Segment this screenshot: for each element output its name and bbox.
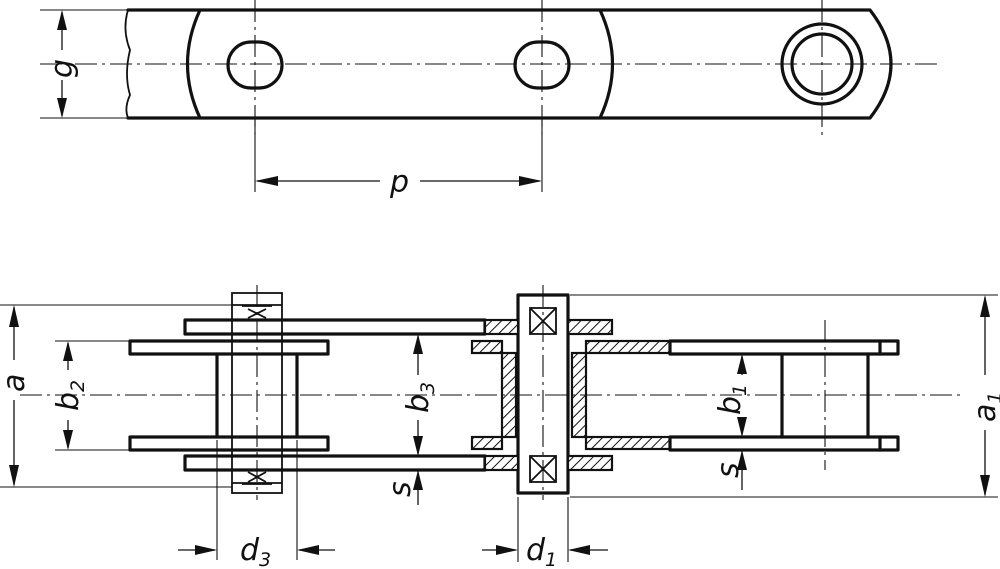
label-s-left: s xyxy=(383,481,418,497)
chain-section-view xyxy=(20,285,960,500)
outer-plate-bottom-left xyxy=(183,454,487,472)
dimension-s-right: s xyxy=(711,450,747,490)
dimension-b2: b2 xyxy=(51,340,130,451)
hatched-inner-bottom-left xyxy=(470,435,504,451)
hatched-inner-bottom-right xyxy=(584,435,672,451)
label-d1: d1 xyxy=(526,533,557,569)
label-g: g xyxy=(45,59,80,78)
break-line xyxy=(124,9,131,119)
dimension-a: a xyxy=(0,304,232,488)
hatched-inner-top-left xyxy=(470,339,504,355)
label-b3: b3 xyxy=(401,382,439,413)
dimension-b1: b1 xyxy=(713,354,751,437)
dimension-g: g xyxy=(40,9,128,119)
label-b2: b2 xyxy=(51,380,89,411)
label-s-right: s xyxy=(711,462,746,478)
dimension-d1: d1 xyxy=(482,497,608,569)
dimension-d3: d3 xyxy=(178,440,335,569)
dimension-s-left: s xyxy=(383,470,423,505)
inner-plate-bottom-right xyxy=(668,435,900,452)
dimension-b3: b3 xyxy=(401,334,439,456)
hatched-inner-top-right xyxy=(584,339,672,355)
label-d3: d3 xyxy=(240,533,271,569)
inner-plate-top-left xyxy=(128,339,330,356)
hatched-plate-bottom-right xyxy=(566,454,614,472)
top-plate-view xyxy=(40,0,940,135)
label-a: a xyxy=(0,374,32,392)
hatched-plate-top-left xyxy=(483,318,520,336)
inner-plate-bottom-left xyxy=(128,435,330,452)
dimension-a1: a1 xyxy=(570,294,1000,498)
outer-plate-top-left xyxy=(183,318,487,336)
label-b1: b1 xyxy=(713,384,751,415)
hatched-plate-top-right xyxy=(566,318,614,336)
label-p: p xyxy=(389,165,409,200)
label-a1: a1 xyxy=(968,392,1000,422)
hatched-plate-bottom-left xyxy=(483,454,520,472)
inner-plate-top-right xyxy=(668,339,900,356)
dimension-p: p xyxy=(254,120,543,200)
